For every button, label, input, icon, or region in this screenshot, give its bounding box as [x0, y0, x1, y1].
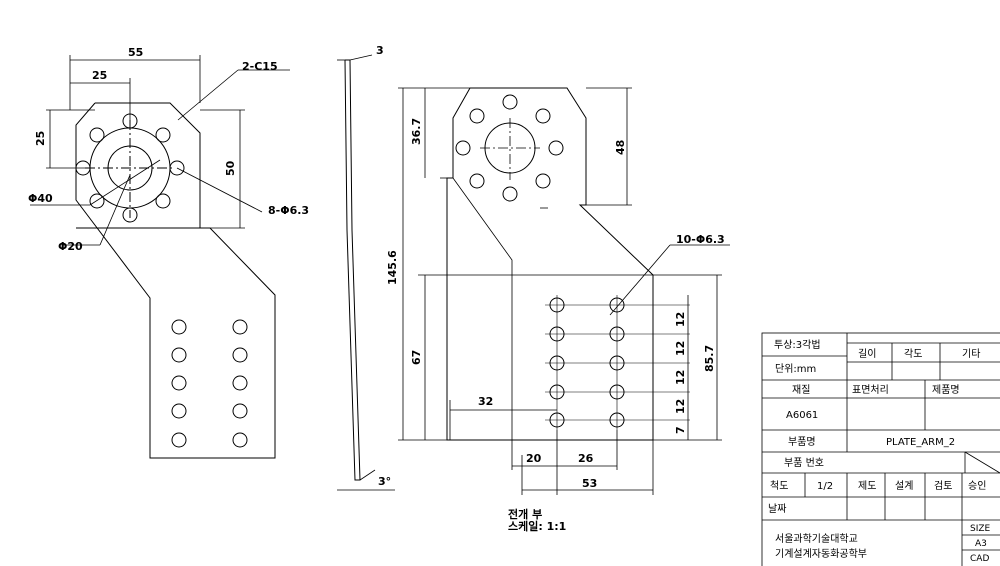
dim-col-offset: 20: [526, 452, 542, 465]
flat-pattern-holes: [545, 295, 690, 430]
dim-front-height-right: 50: [224, 160, 237, 176]
flat-dim-lines: [398, 87, 730, 495]
front-view: [30, 55, 290, 459]
flat-view-outline: [446, 87, 654, 441]
flat-note-scale: 스케일: 1:1: [508, 519, 566, 533]
tb-part-no-label: 부품 번호: [784, 457, 824, 469]
side-view: [337, 54, 395, 491]
tb-design-label: 설계: [895, 480, 913, 492]
tb-material-value: A6061: [786, 410, 818, 421]
tb-scale-value: 1/2: [817, 481, 833, 492]
dim-left-offset: 32: [478, 395, 493, 408]
tb-surface-label: 표면처리: [852, 384, 889, 396]
flat-view: [398, 87, 730, 495]
bolt-holes: [75, 113, 185, 223]
tb-product-label: 제품명: [932, 384, 960, 396]
tb-part-name-value: PLATE_ARM_2: [886, 437, 955, 448]
side-view-outline: [344, 59, 361, 481]
title-block: [761, 332, 1000, 566]
dim-bottom-width: 53: [582, 477, 597, 490]
dim-total-height: 145.6: [386, 250, 399, 285]
flat-bolt-holes: [455, 94, 564, 202]
dim-front-height-left: 25: [34, 131, 47, 146]
tb-unit: 단위:mm: [775, 362, 816, 375]
tb-material-label: 재질: [792, 384, 810, 396]
tb-part-name-label: 부품명: [788, 436, 816, 448]
dim-pitch-3: 12: [674, 370, 687, 385]
dim-lower-height: 67: [410, 350, 423, 365]
dim-chamfer: 2-C15: [242, 60, 278, 73]
tb-size-value: A3: [975, 539, 987, 549]
tb-projection: 투상:3각법: [774, 339, 821, 351]
dim-right-height: 85.7: [703, 345, 716, 372]
tb-approve-label: 승인: [968, 480, 986, 492]
dim-pitch-1: 12: [674, 312, 687, 327]
dim-pitch-2: 12: [674, 341, 687, 356]
tb-department: 기계설계자동화공학부: [775, 548, 867, 560]
front-dim-lines: [30, 55, 290, 246]
flat-note-title: 전개 부: [508, 507, 542, 521]
tb-scale-label: 척도: [770, 480, 788, 492]
dim-bottom-offset: 7: [674, 426, 687, 434]
tb-check-label: 검토: [934, 480, 952, 492]
dim-inner-dia: Φ20: [58, 240, 83, 253]
dim-top-height: 36.7: [410, 118, 423, 145]
tb-date-label: 날짜: [768, 503, 786, 515]
tb-drawn-label: 제도: [858, 480, 876, 492]
dim-thickness: 3: [376, 44, 384, 57]
dim-angle: 3°: [378, 475, 391, 488]
dim-col-spacing: 26: [578, 452, 594, 465]
tb-cad-label: CAD: [970, 554, 989, 564]
dim-pitch-4: 12: [674, 399, 687, 414]
tb-size-label: SIZE: [970, 524, 991, 534]
dim-holes-label: 10-Φ6.3: [676, 233, 725, 246]
tb-tol-other: 기타: [962, 348, 980, 360]
tb-tol-length: 길이: [858, 347, 876, 360]
dim-front-hole-offset: 25: [92, 69, 107, 82]
dim-front-width: 55: [128, 46, 143, 59]
tb-tol-angle: 각도: [904, 348, 922, 360]
dim-top-right: 48: [614, 140, 627, 155]
dim-bolt-holes: 8-Φ6.3: [268, 204, 309, 217]
dim-outer-dia: Φ40: [28, 192, 53, 205]
front-view-outline: [75, 102, 276, 459]
tb-school: 서울과학기술대학교: [775, 533, 858, 545]
lower-holes: [171, 319, 248, 448]
flat-hub-circle: [484, 122, 536, 174]
